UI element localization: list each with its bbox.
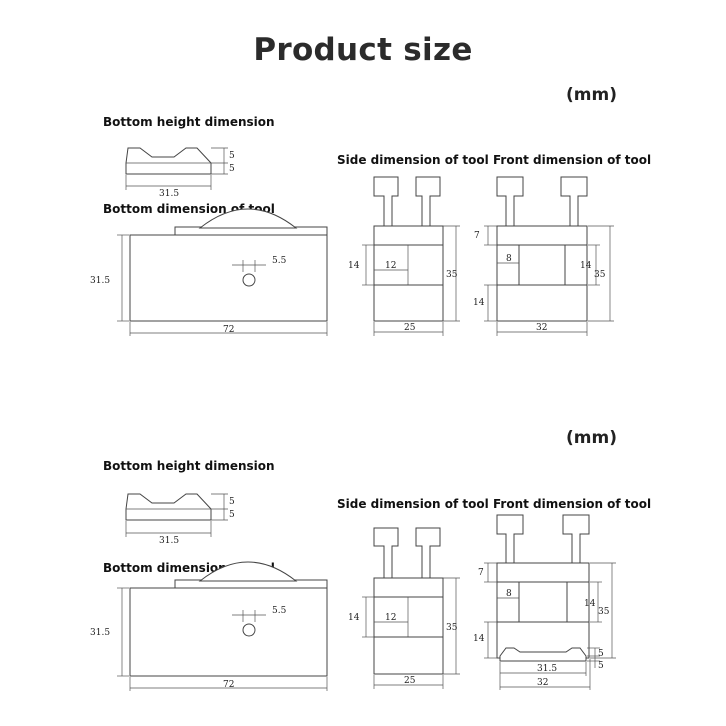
front-dimension-view: 7 8 14 35 14 5 5 31.5 32: [473, 514, 616, 690]
dim-bottom-width: 72: [223, 680, 234, 690]
dim-side-14: 14: [348, 613, 360, 623]
dim-front-base-width: 31.5: [537, 664, 557, 674]
dim-front-base-5a: 5: [598, 649, 604, 659]
bottom-height-view: 5 5 31.5: [125, 493, 235, 546]
dim-front-32: 32: [537, 678, 548, 688]
side-dimension-heading: Side dimension of tool: [337, 153, 489, 167]
dim-side-35: 35: [446, 623, 458, 633]
dim-hole: 5.5: [272, 606, 287, 616]
dim-side-12: 12: [385, 261, 396, 271]
dim-height-bottom: 5: [229, 164, 235, 174]
front-dimension-heading: Front dimension of tool: [493, 497, 652, 511]
dim-front-base-5b: 5: [598, 661, 604, 671]
side-dimension-heading: Side dimension of tool: [337, 497, 489, 511]
dim-side-12: 12: [385, 613, 396, 623]
unit-label: (mm): [566, 85, 617, 105]
bottom-dimension-view: 5.5 31.5 72: [90, 561, 328, 691]
dim-front-32: 32: [536, 323, 547, 333]
dim-front-14b: 14: [473, 298, 485, 308]
dim-side-14: 14: [348, 261, 360, 271]
front-dimension-heading: Front dimension of tool: [493, 153, 652, 167]
dim-bottom-width: 72: [223, 325, 234, 335]
bottom-height-heading: Bottom height dimension: [103, 459, 275, 473]
dim-front-35: 35: [598, 607, 610, 617]
dim-side-25: 25: [404, 323, 416, 333]
bottom-dimension-view: 5.5 31.5 72: [90, 208, 328, 336]
front-dimension-view: 7 8 14 35 14 32: [473, 176, 614, 336]
dim-front-14b: 14: [473, 634, 485, 644]
dim-front-7: 7: [474, 231, 480, 241]
dim-side-25: 25: [404, 676, 416, 686]
dim-front-14a: 14: [580, 261, 592, 271]
dim-bottom-height: 31.5: [90, 276, 110, 286]
dim-front-7: 7: [478, 568, 484, 578]
dim-height-bottom: 5: [229, 510, 235, 520]
dim-front-8: 8: [506, 589, 512, 599]
dim-height-top: 5: [229, 151, 235, 161]
dim-height-width: 31.5: [159, 536, 179, 546]
side-dimension-view: 14 12 35 25: [348, 527, 460, 689]
dim-front-14a: 14: [584, 599, 596, 609]
side-dimension-view: 14 12 35 25: [348, 176, 460, 336]
dim-height-top: 5: [229, 497, 235, 507]
dim-front-35: 35: [594, 270, 606, 280]
dim-hole: 5.5: [272, 256, 287, 266]
page-title: Product size: [253, 32, 473, 68]
dim-bottom-height: 31.5: [90, 628, 110, 638]
dim-height-width: 31.5: [159, 189, 179, 199]
bottom-height-view: 5 5 31.5: [125, 147, 235, 199]
bottom-height-heading: Bottom height dimension: [103, 115, 275, 129]
dim-side-35: 35: [446, 270, 458, 280]
unit-label: (mm): [566, 428, 617, 448]
dim-front-8: 8: [506, 254, 512, 264]
